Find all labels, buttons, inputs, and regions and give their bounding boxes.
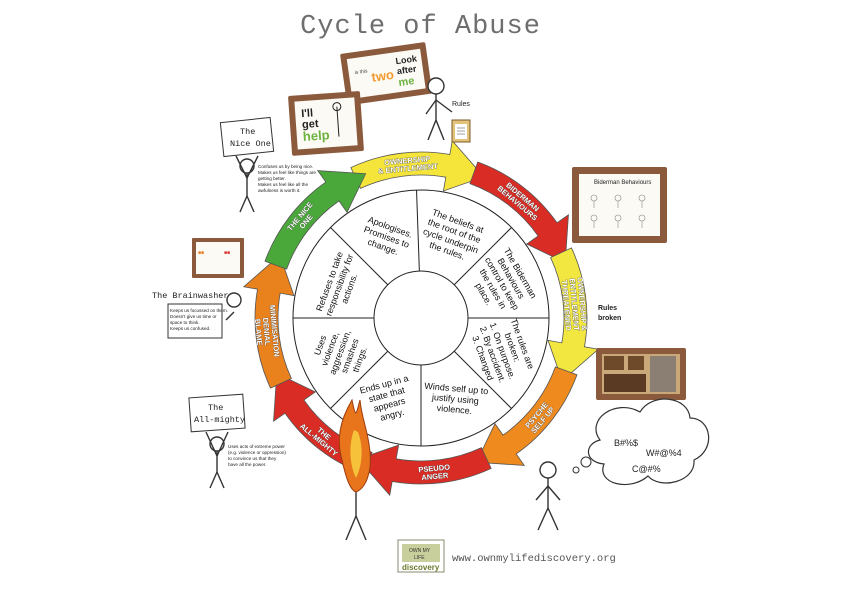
logo-line2: LIFE bbox=[414, 555, 425, 561]
nice-one-note-1: Confuses us by being nice. bbox=[258, 164, 313, 169]
frame-help-line2: get bbox=[302, 118, 320, 131]
nice-one-note-3: getting better. bbox=[258, 176, 286, 181]
brainwasher-note-3: space to think. bbox=[170, 320, 200, 325]
logo-line1: OWN MY bbox=[409, 548, 431, 554]
arrow-niceone bbox=[264, 170, 367, 270]
frame-help-line1: I'll bbox=[301, 107, 314, 120]
brainwasher-label: The Brainwasher bbox=[152, 291, 229, 301]
rules-broken-line1: Rules bbox=[598, 305, 617, 312]
arrow-label-line: DENIAL bbox=[261, 317, 272, 346]
rules-stick-figure bbox=[425, 77, 453, 141]
nice-one-note-4: Makes us feel like all the bbox=[258, 182, 308, 187]
segment-text-line: justify using bbox=[431, 392, 480, 406]
kitchen-frame bbox=[596, 348, 686, 400]
psyche-stick-figure bbox=[535, 461, 561, 531]
nice-one-note-5: awfulness is worth it. bbox=[258, 188, 300, 193]
wheel-spoke bbox=[330, 227, 389, 286]
nice-one-sign-line2: Nice One bbox=[230, 139, 271, 149]
allmighty-note-2: (e.g. violence or oppression) bbox=[228, 450, 286, 455]
flame-icon bbox=[338, 398, 371, 493]
arrow-label-line: ANGER bbox=[421, 471, 449, 482]
allmighty-note-1: Uses acts of extreme power bbox=[228, 444, 285, 449]
wheel-spoke bbox=[453, 350, 512, 409]
allmighty-note-3: to convince us that they bbox=[228, 456, 277, 461]
own-my-life-logo: OWN MY LIFE discovery bbox=[397, 539, 445, 573]
rules-broken-line2: broken bbox=[598, 315, 621, 322]
allmighty-figure: The All-mighty Uses acts of extreme powe… bbox=[188, 393, 286, 489]
page-title: Cycle of Abuse bbox=[300, 12, 541, 42]
speech-line1: B#%$ bbox=[614, 438, 638, 448]
rules-label: Rules bbox=[452, 101, 470, 108]
biderman-frame: Biderman Behaviours bbox=[572, 167, 667, 243]
look-after-me-frame: two is this Look after me bbox=[340, 42, 433, 106]
biderman-frame-title: Biderman Behaviours bbox=[594, 180, 651, 186]
wheel-spoke bbox=[330, 350, 389, 409]
frame-is-text: is this bbox=[354, 68, 368, 76]
anger-stick-figure bbox=[345, 490, 367, 541]
footer-url: www.ownmylifediscovery.org bbox=[452, 553, 616, 565]
wheel-hub bbox=[373, 270, 469, 366]
svg-text:■■: ■■ bbox=[198, 250, 204, 256]
brainwasher-note-4: Keeps us confused. bbox=[170, 326, 210, 331]
arrow-label-line: PSEUDO bbox=[418, 463, 451, 475]
arrow-label-line: BLAME bbox=[253, 319, 264, 346]
nice-one-figure: The Nice One Confuses us by being nice. … bbox=[219, 116, 316, 213]
nice-one-note-2: Makes us feel like things are bbox=[258, 170, 316, 175]
logo-line3: discovery bbox=[402, 563, 440, 572]
allmighty-sign-line1: The bbox=[208, 403, 223, 413]
arrow-label-line: OWNERSHIP bbox=[384, 154, 431, 167]
speech-bubble: B#%$ W#@%4 C@#% bbox=[572, 398, 710, 486]
inner-wheel bbox=[292, 189, 550, 447]
frame-look-line2: after bbox=[396, 64, 417, 77]
nice-one-sign-line1: The bbox=[240, 127, 255, 137]
ill-get-help-frame: I'll get help bbox=[288, 91, 364, 156]
speech-line2: W#@%4 bbox=[646, 448, 682, 458]
frame-help-line3: help bbox=[302, 127, 330, 144]
clipboard-icon bbox=[451, 119, 471, 143]
segment-text-line: violence. bbox=[436, 403, 472, 416]
svg-text:■■: ■■ bbox=[224, 250, 230, 256]
frame-two-text: two bbox=[371, 67, 395, 85]
allmighty-sign-line2: All-mighty bbox=[194, 415, 245, 425]
frame-look-line3: me bbox=[398, 75, 415, 89]
wheel-spoke bbox=[416, 190, 420, 272]
brainwasher-note-1: Keeps us focussed on them. bbox=[170, 308, 228, 313]
speech-line3: C@#% bbox=[632, 464, 661, 474]
wheel-spoke bbox=[453, 227, 512, 286]
allmighty-note-4: have all the power. bbox=[228, 462, 266, 467]
frame-look-line1: Look bbox=[395, 53, 419, 66]
brainwasher-figure: ■■ ■■ The Brainwasher Keeps us focussed … bbox=[152, 238, 244, 339]
brainwasher-note-2: Doesn't give us time or bbox=[170, 314, 217, 319]
